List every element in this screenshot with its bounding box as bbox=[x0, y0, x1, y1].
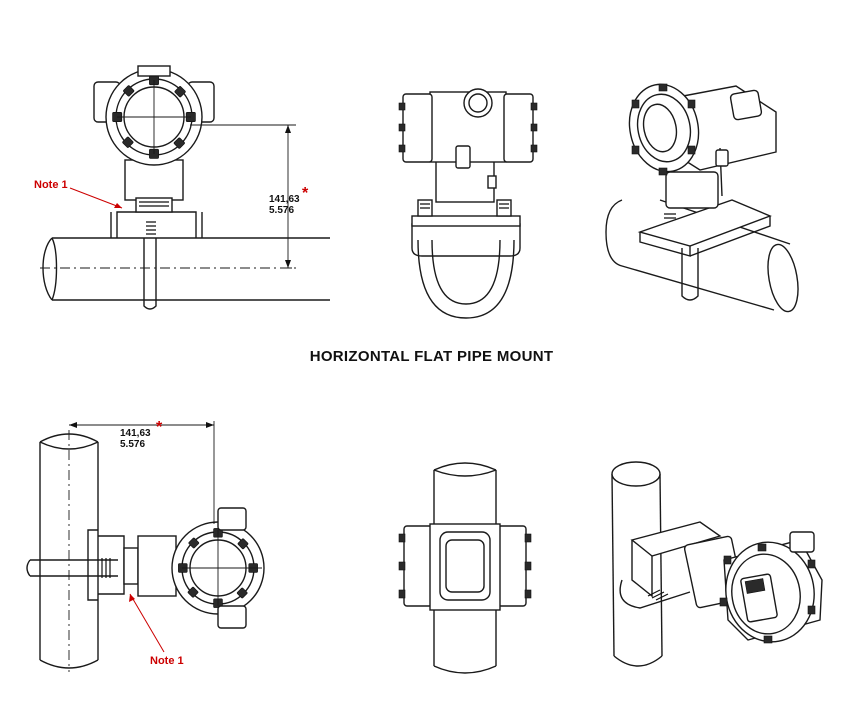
view-horizontal-front: 141,63 5.576 * Note 1 bbox=[34, 65, 330, 310]
dimension-metric: 141,63 bbox=[269, 194, 300, 205]
view-vertical-front bbox=[398, 462, 532, 674]
view-vertical-isometric bbox=[611, 461, 823, 667]
note-1-label-vertical: Note 1 bbox=[150, 655, 184, 667]
view-horizontal-isometric bbox=[605, 83, 799, 313]
dimension-asterisk: * bbox=[302, 185, 309, 202]
note-1-label: Note 1 bbox=[34, 179, 68, 191]
dimension-metric-vertical: 141,63 bbox=[120, 428, 151, 439]
view-vertical-side: 141,63 5.576 * Note 1 bbox=[26, 419, 265, 672]
dimension-imperial-vertical: 5.576 bbox=[120, 439, 145, 450]
section-title-horizontal: HORIZONTAL FLAT PIPE MOUNT bbox=[309, 348, 554, 365]
view-horizontal-side bbox=[398, 88, 538, 319]
dimension-asterisk-vertical: * bbox=[156, 419, 163, 436]
dimension-imperial: 5.576 bbox=[269, 205, 294, 216]
